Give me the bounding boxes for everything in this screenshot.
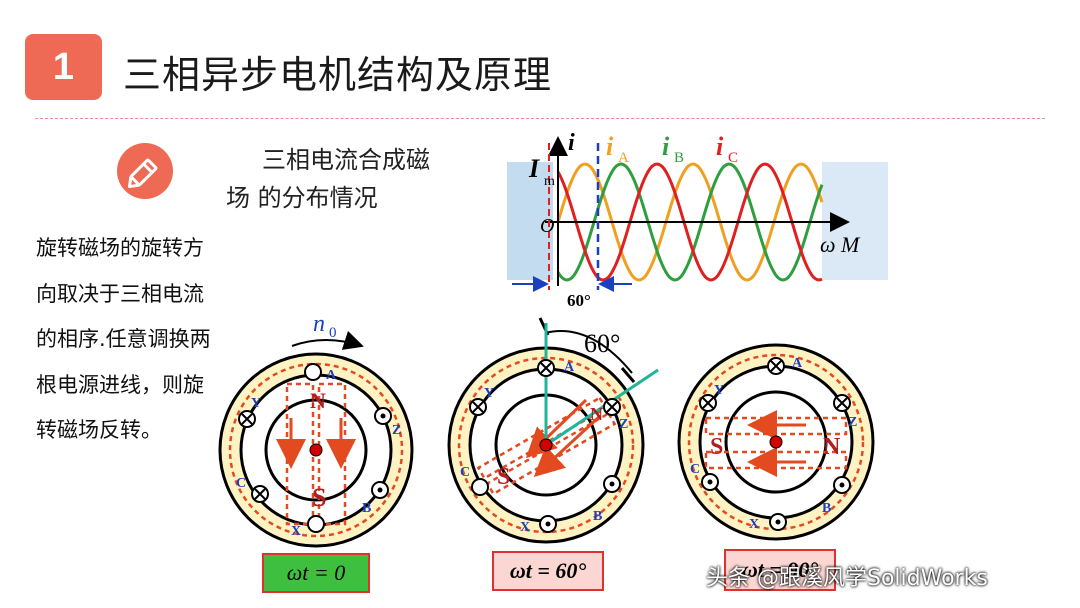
motor-state-2: A Y Z C B X N S: [447, 323, 659, 544]
coil-label-x: X: [291, 524, 301, 539]
angle-60-label: 60°: [567, 291, 591, 310]
rotation-label: n: [313, 311, 325, 337]
field-arrow: [533, 414, 602, 478]
page-title: 三相异步电机结构及原理: [123, 53, 553, 97]
header-divider: [35, 118, 1045, 119]
state-label-1: ωt = 0: [262, 553, 370, 593]
coil-label-x: X: [749, 517, 759, 532]
coil-cross: [699, 394, 717, 412]
coil-label-z: Z: [392, 423, 401, 438]
coil-label-y: Y: [714, 383, 724, 398]
field-loop: [228, 362, 404, 538]
coil-dot: [374, 407, 392, 425]
paragraph-line: 转磁场反转。: [36, 418, 162, 442]
coil-slots: [238, 363, 392, 533]
coil-cross: [767, 357, 785, 375]
coil-dot: [371, 481, 389, 499]
subtitle-line-2: 场 的分布情况: [226, 184, 378, 212]
pole-n: N: [310, 388, 326, 413]
coil-dot: [471, 478, 489, 496]
explanation-paragraph: 旋转磁场的旋转方 向取决于三相电流 的相序.任意调换两 根电源进线，则旋 转磁场…: [36, 226, 236, 454]
wave-b: [556, 162, 824, 282]
paragraph-line: 向取决于三相电流: [36, 281, 204, 306]
coil-label-b: B: [593, 509, 602, 524]
pole-n: N: [823, 434, 841, 460]
coil-slots: [469, 359, 621, 533]
watermark: 头条 @跟溪风学SolidWorks: [706, 566, 988, 591]
coil-slots: [699, 357, 851, 531]
coil-dot: [307, 515, 325, 533]
pole-s: S: [497, 464, 510, 490]
legend-ia-sub: A: [618, 150, 629, 166]
pole-n: N: [590, 404, 603, 424]
angle-label: 60°: [584, 329, 620, 358]
paragraph-line: 的相序.任意调换两: [36, 327, 211, 351]
paragraph-line: 旋转磁场的旋转方: [36, 236, 204, 260]
waveform-chart: i i A i B i C I m O ω M 60°: [507, 130, 888, 310]
subtitle-line-1: 三相电流合成磁: [262, 146, 430, 174]
section-number-badge: 1: [25, 34, 102, 100]
legend-ia: i: [606, 132, 614, 161]
reference-line-60: [545, 368, 659, 447]
field-arrow: [525, 398, 588, 459]
coil-dot: [769, 513, 787, 531]
coil-label-x: X: [520, 520, 530, 535]
coil-cross: [537, 359, 555, 377]
motor-state-1: A Y Z C B X N S: [218, 352, 414, 548]
x-axis-label: ω M: [820, 232, 861, 257]
coil-cross: [251, 485, 269, 503]
coil-label-y: Y: [251, 396, 261, 411]
angle-arc: [544, 330, 633, 374]
coil-dot: [701, 473, 719, 491]
state-label-2: ωt = 60°: [492, 551, 604, 591]
legend-ic-sub: C: [728, 150, 738, 166]
coil-dot: [833, 476, 851, 494]
coil-label-a: A: [326, 368, 337, 383]
shaft: [769, 435, 783, 449]
coil-label-y: Y: [484, 386, 494, 401]
coil-dot: [539, 515, 557, 533]
coil-label-c: C: [236, 476, 246, 491]
coil-cross: [238, 410, 256, 428]
wave-a: [556, 162, 824, 282]
shaft: [309, 443, 323, 457]
rotation-label-sub: 0: [329, 325, 337, 341]
coil-label-z: Z: [619, 417, 628, 432]
coil-dot: [603, 475, 621, 493]
coil-label-c: C: [690, 462, 700, 477]
origin-label: O: [540, 215, 554, 237]
im-sub: m: [544, 174, 555, 189]
state-label-3: ωt = 90°: [724, 549, 836, 591]
coil-label-c: C: [460, 465, 470, 480]
coil-label-b: B: [822, 501, 831, 516]
legend-ib-sub: B: [674, 150, 684, 166]
paragraph-line: 根电源进线，则旋: [36, 372, 204, 397]
y-axis-label: i: [568, 130, 575, 156]
coil-cross: [469, 398, 487, 416]
rotation-arrow: [291, 330, 364, 350]
pole-s: S: [312, 483, 326, 512]
im-label: I: [528, 154, 540, 183]
coil-label-b: B: [362, 501, 371, 516]
coil-label-z: Z: [848, 415, 857, 430]
shaft: [539, 438, 553, 452]
pencil-icon: [117, 143, 173, 199]
motor-state-3: A Y Z C B X N S: [677, 343, 875, 541]
coil-label-a: A: [792, 356, 803, 371]
coil-dot: [304, 363, 322, 381]
pole-s: S: [710, 434, 723, 460]
coil-cross: [833, 394, 851, 412]
legend-ib: i: [662, 132, 670, 161]
coil-cross: [603, 398, 621, 416]
coil-label-a: A: [564, 360, 575, 375]
legend-ic: i: [716, 132, 724, 161]
